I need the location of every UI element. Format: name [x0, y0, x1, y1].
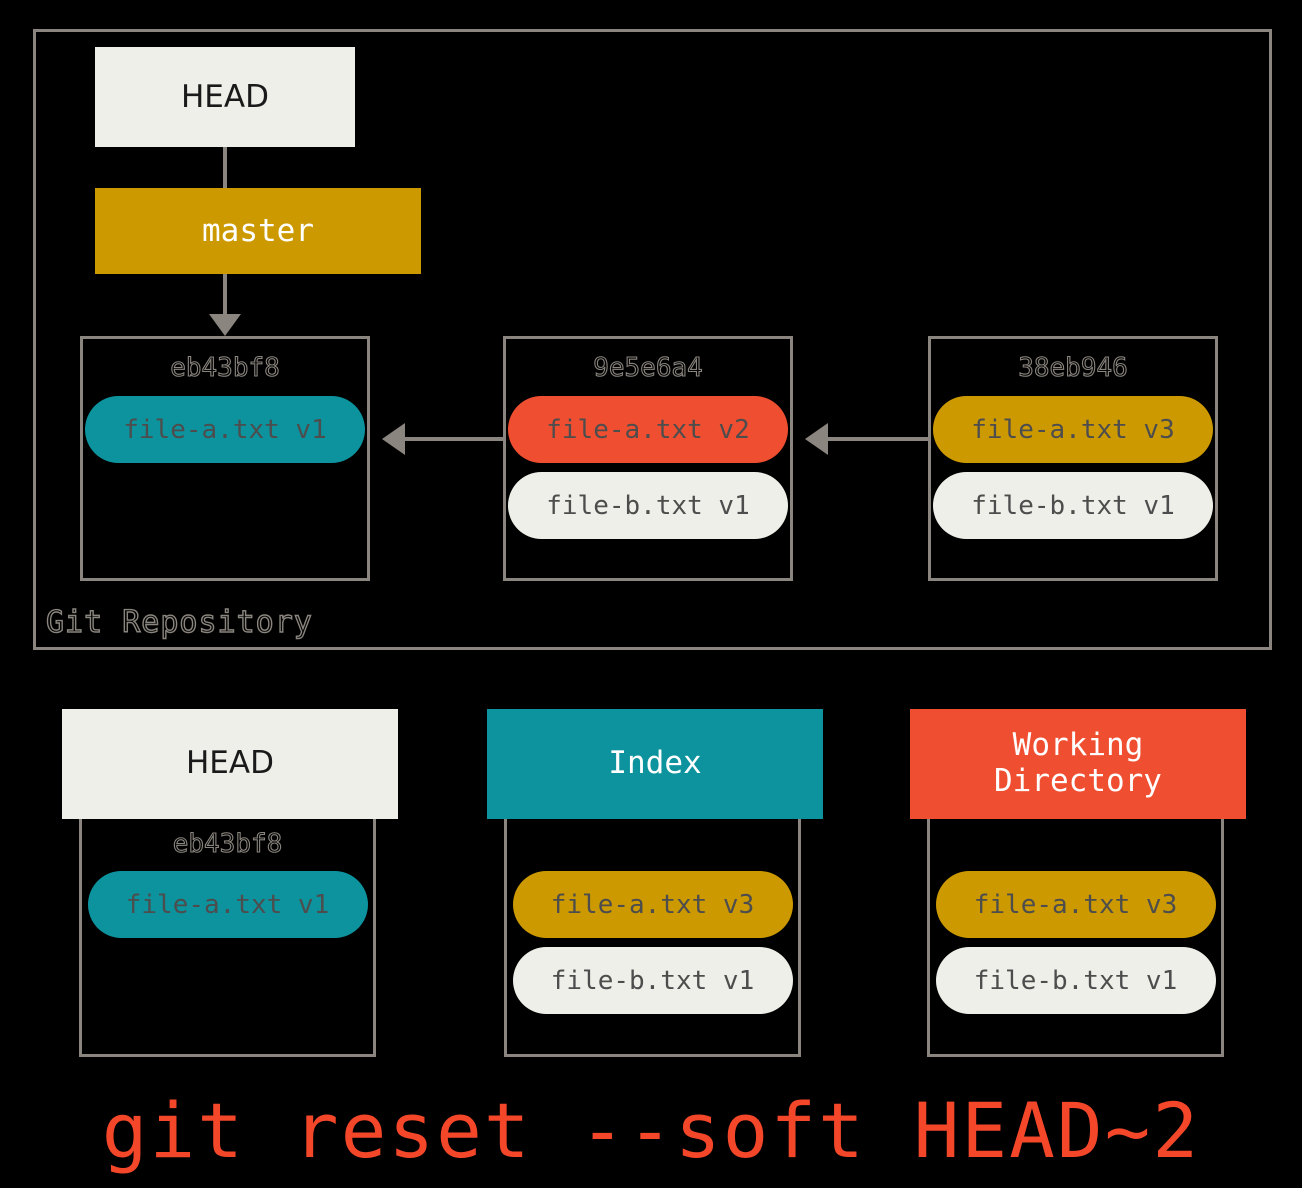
- area-header-index: Index: [487, 709, 823, 819]
- arrow-down-icon: [209, 314, 241, 336]
- master-ref-box: master: [95, 188, 421, 274]
- arrow-left-icon: [382, 423, 405, 455]
- commit-link-line: [828, 437, 928, 441]
- blob-pill: file-b.txt v1: [512, 947, 793, 1014]
- commit-link-line: [405, 437, 505, 441]
- blob-label: file-a.txt v3: [550, 889, 755, 920]
- area-header-label: HEAD: [186, 745, 274, 782]
- blob-label: file-b.txt v1: [550, 965, 755, 996]
- blob-pill: file-a.txt v3: [933, 396, 1213, 463]
- commit-blob-list: file-a.txt v2 file-b.txt v1: [506, 396, 790, 539]
- area-header-label-line2: Directory: [994, 763, 1162, 799]
- commit-blob-list: file-a.txt v1: [83, 396, 367, 463]
- blob-label: file-a.txt v1: [123, 414, 327, 445]
- arrow-left-icon: [805, 423, 828, 455]
- blob-pill: file-a.txt v1: [85, 396, 365, 463]
- blob-pill: file-b.txt v1: [935, 947, 1216, 1014]
- command-caption: git reset --soft HEAD~2: [101, 1086, 1201, 1175]
- connector-master-to-commit: [223, 274, 227, 316]
- area-blob-list: file-a.txt v3 file-b.txt v1: [507, 871, 798, 1014]
- commit-node-38eb946: 38eb946 file-a.txt v3 file-b.txt v1: [928, 336, 1218, 581]
- blob-pill: file-a.txt v3: [512, 871, 793, 938]
- area-sha: eb43bf8: [172, 828, 283, 859]
- blob-label: file-b.txt v1: [971, 490, 1175, 521]
- commit-node-eb43bf8: eb43bf8 file-a.txt v1: [80, 336, 370, 581]
- blob-pill: file-b.txt v1: [508, 472, 788, 539]
- commit-sha: eb43bf8: [170, 352, 281, 383]
- commit-sha: 9e5e6a4: [593, 352, 704, 383]
- blob-pill: file-a.txt v1: [87, 871, 368, 938]
- area-body-head: eb43bf8 file-a.txt v1: [79, 819, 376, 1057]
- area-header-working-directory: Working Directory: [910, 709, 1246, 819]
- master-ref-label: master: [202, 212, 314, 249]
- blob-label: file-a.txt v3: [971, 414, 1175, 445]
- blob-label: file-a.txt v3: [973, 889, 1178, 920]
- blob-label: file-a.txt v1: [125, 889, 330, 920]
- area-header-label: Working: [1012, 727, 1144, 764]
- area-header-label: Index: [608, 745, 702, 782]
- area-blob-list: file-a.txt v1: [82, 871, 373, 938]
- commit-sha: 38eb946: [1018, 352, 1129, 383]
- connector-head-to-master: [223, 147, 227, 188]
- blob-label: file-a.txt v2: [546, 414, 750, 445]
- blob-label: file-b.txt v1: [973, 965, 1178, 996]
- head-ref-label: HEAD: [181, 78, 269, 115]
- commit-node-9e5e6a4: 9e5e6a4 file-a.txt v2 file-b.txt v1: [503, 336, 793, 581]
- area-body-working-directory: file-a.txt v3 file-b.txt v1: [927, 819, 1224, 1057]
- area-body-index: file-a.txt v3 file-b.txt v1: [504, 819, 801, 1057]
- git-repository-label: Git Repository: [45, 604, 313, 640]
- git-repository-frame: [33, 29, 1272, 650]
- blob-pill: file-b.txt v1: [933, 472, 1213, 539]
- area-header-head: HEAD: [62, 709, 398, 819]
- area-blob-list: file-a.txt v3 file-b.txt v1: [930, 871, 1221, 1014]
- commit-blob-list: file-a.txt v3 file-b.txt v1: [931, 396, 1215, 539]
- blob-label: file-b.txt v1: [546, 490, 750, 521]
- head-ref-box: HEAD: [95, 47, 355, 147]
- blob-pill: file-a.txt v3: [935, 871, 1216, 938]
- blob-pill: file-a.txt v2: [508, 396, 788, 463]
